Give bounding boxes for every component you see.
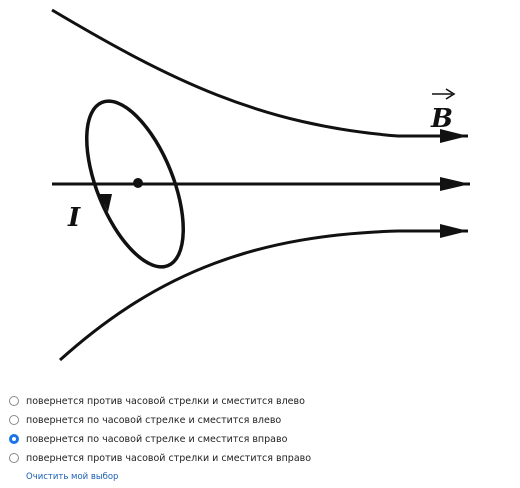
option-1[interactable]: повернется против часовой стрелки и смес… — [9, 392, 305, 410]
option-2-label[interactable]: повернется по часовой стрелке и сместитс… — [26, 414, 282, 426]
current-label: I — [67, 203, 81, 233]
option-4-label[interactable]: повернется против часовой стрелки и смес… — [26, 452, 312, 464]
field-line-middle-arrow — [440, 177, 470, 191]
option-1-radio[interactable] — [9, 396, 19, 406]
current-direction-arrow — [99, 194, 112, 212]
loop-center-dot — [133, 178, 143, 188]
magnetic-field-diagram: I B — [51, 8, 470, 362]
field-line-bottom — [58, 229, 468, 362]
option-1-label[interactable]: повернется против часовой стрелки и смес… — [26, 395, 305, 407]
option-4[interactable]: повернется против часовой стрелки и смес… — [9, 449, 311, 467]
option-3-radio-selected[interactable] — [9, 434, 19, 444]
option-3-label[interactable]: повернется по часовой стрелке и сместитс… — [26, 433, 288, 445]
field-line-top-arrow — [440, 129, 468, 143]
option-2[interactable]: повернется по часовой стрелке и сместитс… — [9, 411, 281, 429]
option-3[interactable]: повернется по часовой стрелке и сместитс… — [9, 430, 287, 448]
option-2-radio[interactable] — [9, 415, 19, 425]
field-vector-arrowhead — [445, 88, 456, 100]
field-label: B — [430, 104, 453, 134]
question-figure: I B — [51, 8, 470, 362]
current-loop — [84, 99, 186, 269]
clear-choice-link[interactable]: Очистить мой выбор — [26, 472, 119, 482]
option-4-radio[interactable] — [9, 453, 19, 463]
field-line-bottom-arrow — [440, 224, 468, 238]
field-line-top — [51, 8, 468, 138]
